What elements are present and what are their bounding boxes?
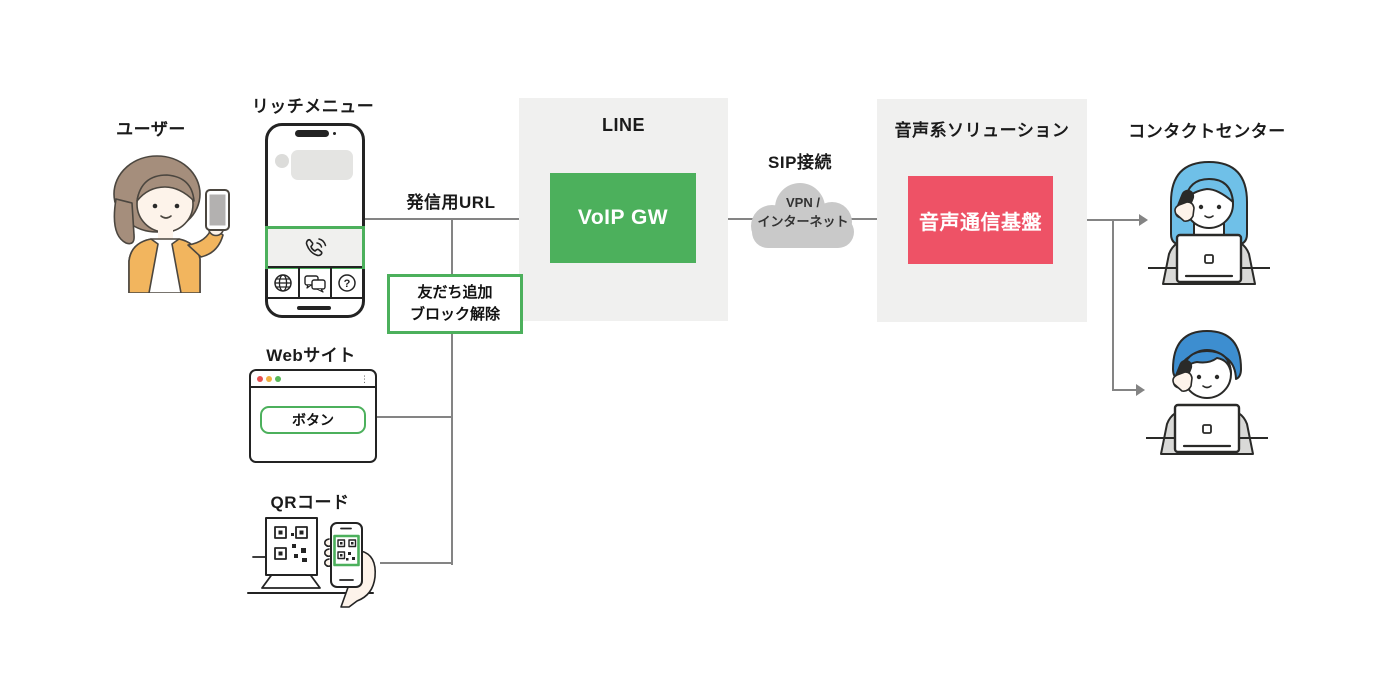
- operator2-illustration: [1146, 330, 1268, 455]
- cloud-label-line1: VPN /: [786, 195, 820, 210]
- phone-call-icon: [305, 237, 327, 256]
- friend-add-box: 友だち追加 ブロック解除: [387, 274, 523, 334]
- browser-menu-icon: ⋮: [360, 373, 369, 384]
- user-label: ユーザー: [116, 120, 186, 139]
- cloud-label-line2: インターネット: [757, 213, 849, 229]
- connector-platform-to-operator1: [1053, 219, 1139, 221]
- arrowhead-into-operator1: [1139, 214, 1148, 226]
- qr-scene-illustration: [247, 517, 377, 608]
- friend-add-line1: 友だち追加: [417, 284, 493, 302]
- globe-icon: [274, 273, 292, 292]
- phone-notch: [295, 130, 329, 137]
- network-cloud-icon: [751, 183, 854, 248]
- website-label: Webサイト: [266, 346, 356, 365]
- friend-add-line2: ブロック解除: [409, 306, 500, 323]
- user-illustration: [113, 155, 230, 293]
- connector-website-branch: [377, 416, 453, 418]
- rich-menu-phone: ?: [265, 123, 365, 318]
- rich-menu-call-row: [265, 226, 365, 269]
- rich-menu-label: リッチメニュー: [251, 97, 375, 116]
- browser-dot-red: [257, 375, 263, 382]
- connector-phone-to-voipgw: [365, 218, 543, 220]
- rich-menu-cell-help: ?: [332, 268, 362, 297]
- connector-branch-to-operator2: [1112, 389, 1136, 391]
- voice-solution-title: 音声系ソリューション: [894, 121, 1070, 140]
- phone-camera-dot: [333, 132, 336, 135]
- chat-bubbles-icon: [304, 274, 326, 293]
- connector-branch-down: [1112, 219, 1114, 390]
- phone-home-bar: [297, 306, 331, 310]
- line-container-title: LINE: [601, 115, 645, 135]
- chat-bubble: [291, 150, 353, 180]
- browser-dot-green: [275, 375, 281, 382]
- sip-label: SIP接続: [768, 153, 832, 172]
- help-icon: ?: [338, 273, 356, 292]
- voip-gw-node: VoIP GW: [550, 173, 696, 263]
- rich-menu-icon-row: ?: [268, 266, 362, 299]
- rich-menu-cell-globe: [268, 268, 300, 297]
- voice-platform-node: 音声通信基盤: [908, 176, 1053, 264]
- browser-titlebar: ⋮: [251, 371, 375, 388]
- operator1-illustration: [1148, 161, 1270, 285]
- connector-trunk-vertical: [451, 219, 453, 565]
- contact-center-label: コンタクトセンター: [1128, 122, 1286, 141]
- connector-qr-branch: [380, 562, 453, 564]
- outbound-url-label: 発信用URL: [406, 193, 496, 212]
- rich-menu-cell-chat: [300, 268, 332, 297]
- arrowhead-into-operator2: [1136, 384, 1145, 396]
- website-browser: ⋮ ボタン: [249, 369, 377, 463]
- qr-label: QRコード: [270, 493, 350, 512]
- website-call-button: ボタン: [260, 406, 366, 434]
- browser-dot-yellow: [266, 375, 272, 382]
- chat-avatar: [275, 154, 289, 168]
- svg-text:?: ?: [344, 278, 351, 290]
- cloud-label: VPN / インターネット: [738, 194, 868, 232]
